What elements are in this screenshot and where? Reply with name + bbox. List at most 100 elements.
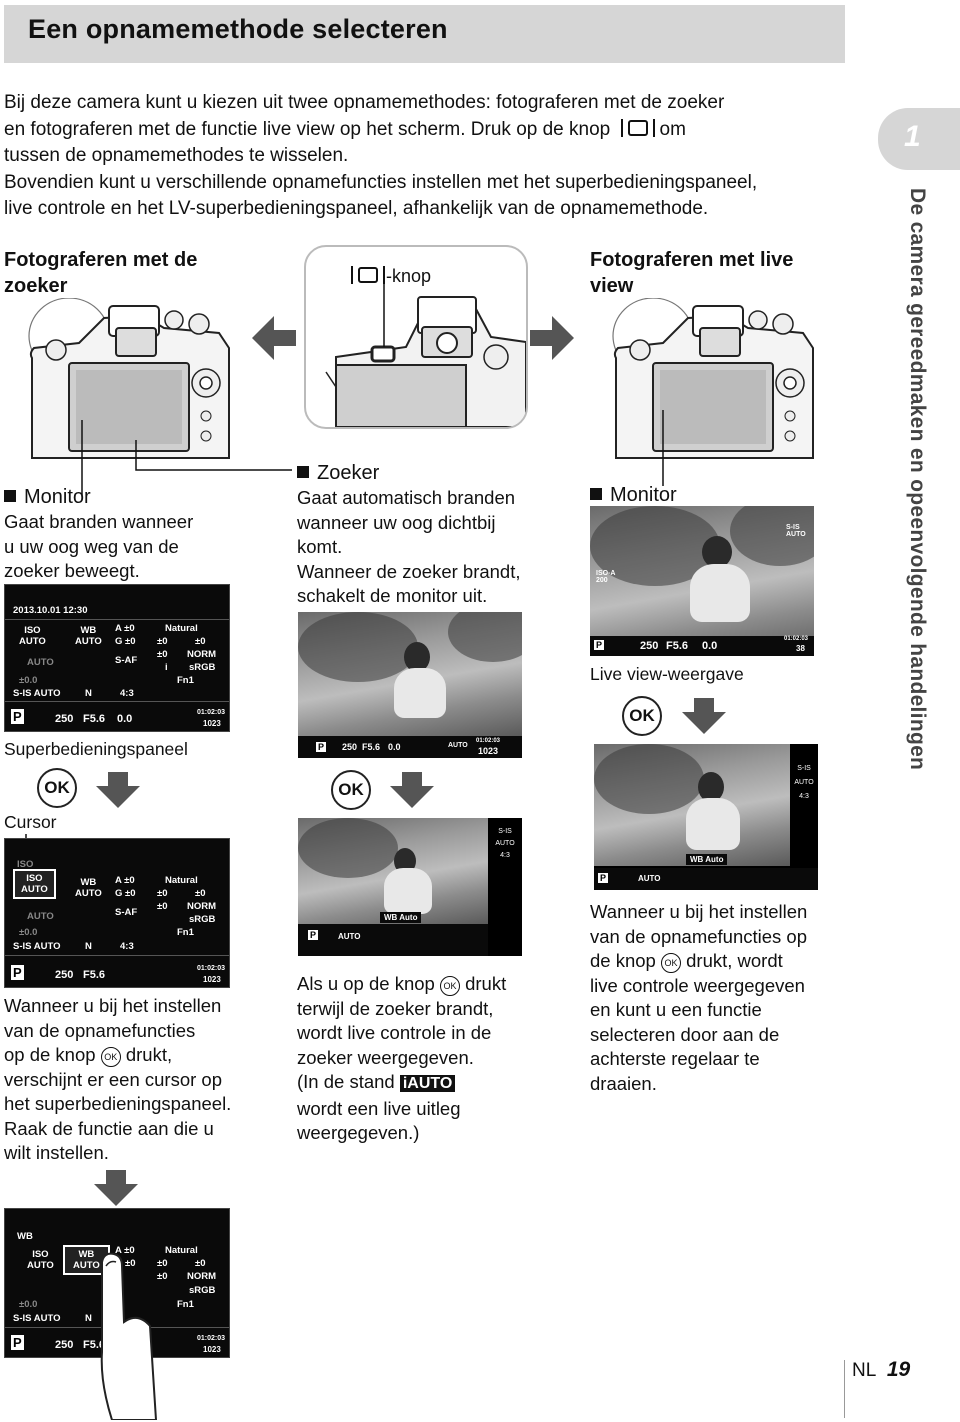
title-bar (4, 5, 845, 63)
image-quality[interactable]: N (85, 941, 92, 952)
intro-line: live controle en het LV-superbedieningsp… (4, 198, 709, 219)
intro-line: en fotograferen met de functie live view… (4, 117, 844, 144)
language-code: NL (852, 1360, 876, 1381)
frames-remaining: 1023 (203, 719, 221, 728)
finger-touch-icon (100, 1252, 158, 1420)
arrow-down-icon (94, 1170, 138, 1206)
saturation[interactable]: ±0 (157, 1271, 168, 1282)
intro-paragraph: Bij deze camera kunt u kiezen uit twee o… (4, 90, 844, 223)
af-mode[interactable]: S-AF (115, 655, 138, 666)
lv-info-strip: P 250 F5.6 0.0 01:02:03 38 (590, 636, 814, 656)
image-stabilizer[interactable]: S-IS AUTO (13, 688, 61, 699)
picture-mode[interactable]: Natural (165, 623, 198, 634)
live-control-strip: P AUTO (298, 924, 488, 956)
color-space[interactable]: sRGB (189, 662, 216, 673)
fn-button-setting[interactable]: Fn1 (177, 927, 194, 938)
wb-g-value[interactable]: G ±0 (115, 1258, 136, 1269)
contrast[interactable]: ±0 (195, 1258, 206, 1269)
wb-g-value[interactable]: G ±0 (115, 636, 136, 647)
camera-back-illustration-right (608, 298, 818, 468)
picture-mode[interactable]: Natural (165, 1245, 198, 1256)
image-quality[interactable]: N (85, 1313, 92, 1324)
contrast[interactable]: ±0 (195, 888, 206, 899)
fn-button-setting[interactable]: Fn1 (177, 675, 194, 686)
wb-a-value[interactable]: A ±0 (115, 875, 135, 886)
recording-time: 01:02:03 (197, 1335, 226, 1342)
flash-mode[interactable]: AUTO (27, 911, 54, 922)
chapter-number: 1 (904, 120, 921, 153)
image-quality[interactable]: N (85, 688, 92, 699)
aperture: F5.6 (83, 713, 106, 725)
page-title: Een opnamemethode selecteren (28, 14, 448, 44)
ok-button-icon: OK (331, 770, 371, 810)
af-mode[interactable]: S-AF (115, 907, 138, 918)
footer-divider (844, 1360, 845, 1418)
wb-a-value[interactable]: A ±0 (115, 1245, 135, 1256)
shooting-mode: P (11, 709, 24, 724)
ok-button-icon: OK (622, 696, 662, 736)
left-description: Wanneer u bij het instellen van de opnam… (4, 995, 232, 1163)
center-description: Als u op de knop OK drukt terwijl de zoe… (297, 973, 507, 1143)
arrow-left-icon (252, 316, 296, 360)
right-description: Wanneer u bij het instellen van de opnam… (590, 901, 808, 1094)
color-space[interactable]: sRGB (189, 914, 216, 925)
live-control-strip: P AUTO (594, 868, 818, 890)
cursor-tag: ISO (17, 859, 34, 870)
aspect-ratio[interactable]: 4:3 (120, 941, 134, 952)
aperture: F5.6 (83, 1339, 106, 1351)
fn-button-setting[interactable]: Fn1 (177, 1299, 194, 1310)
gradation[interactable]: NORM (187, 901, 217, 912)
arrow-down-icon (96, 772, 140, 808)
camera-top-illustration (325, 296, 526, 427)
flash-mode[interactable]: AUTO (27, 657, 54, 668)
saturation[interactable]: ±0 (157, 901, 168, 912)
chapter-title: De camera gereedmaken en opeenvolgende h… (906, 188, 929, 771)
picture-mode[interactable]: Natural (165, 875, 198, 886)
recording-time: 01:02:03 (197, 965, 226, 972)
panel-date: 2013.10.01 12:30 (13, 605, 88, 616)
wb-g-value[interactable]: G ±0 (115, 888, 136, 899)
panel-caption: Superbedieningspaneel (4, 739, 188, 759)
shooting-mode: P (11, 1335, 24, 1350)
color-space[interactable]: sRGB (189, 1285, 216, 1296)
wb-a-value[interactable]: A ±0 (115, 623, 135, 634)
gradation[interactable]: NORM (187, 649, 217, 660)
sharpness[interactable]: ±0 (157, 888, 168, 899)
callout-line (81, 420, 83, 495)
aspect-ratio[interactable]: 4:3 (120, 688, 134, 699)
cursor-label: Cursor (4, 812, 57, 832)
callout-line (135, 440, 292, 471)
image-stabilizer[interactable]: S-IS AUTO (13, 1313, 61, 1324)
sharpness[interactable]: ±0 (157, 636, 168, 647)
face-priority[interactable]: i (165, 662, 168, 673)
flash-comp[interactable]: ±0.0 (19, 927, 38, 938)
iauto-icon: iAUTO (399, 1075, 456, 1092)
contrast[interactable]: ±0 (195, 636, 206, 647)
flash-comp[interactable]: ±0.0 (19, 1299, 38, 1310)
page-footer: NL 19 (852, 1358, 910, 1382)
ok-inline-icon: OK (100, 1047, 121, 1067)
image-stabilizer[interactable]: S-IS AUTO (13, 941, 61, 952)
ok-inline-icon: OK (439, 976, 460, 996)
sharpness[interactable]: ±0 (157, 1258, 168, 1269)
lv-caption: Live view-weergave (590, 664, 744, 684)
flash-comp[interactable]: ±0.0 (19, 675, 38, 686)
saturation[interactable]: ±0 (157, 649, 168, 660)
gradation[interactable]: NORM (187, 1271, 217, 1282)
intro-line: Bij deze camera kunt u kiezen uit twee o… (4, 92, 725, 113)
lv-button-callout: -knop (304, 245, 528, 429)
arrow-down-icon (682, 698, 726, 734)
arrow-right-icon (530, 316, 574, 360)
